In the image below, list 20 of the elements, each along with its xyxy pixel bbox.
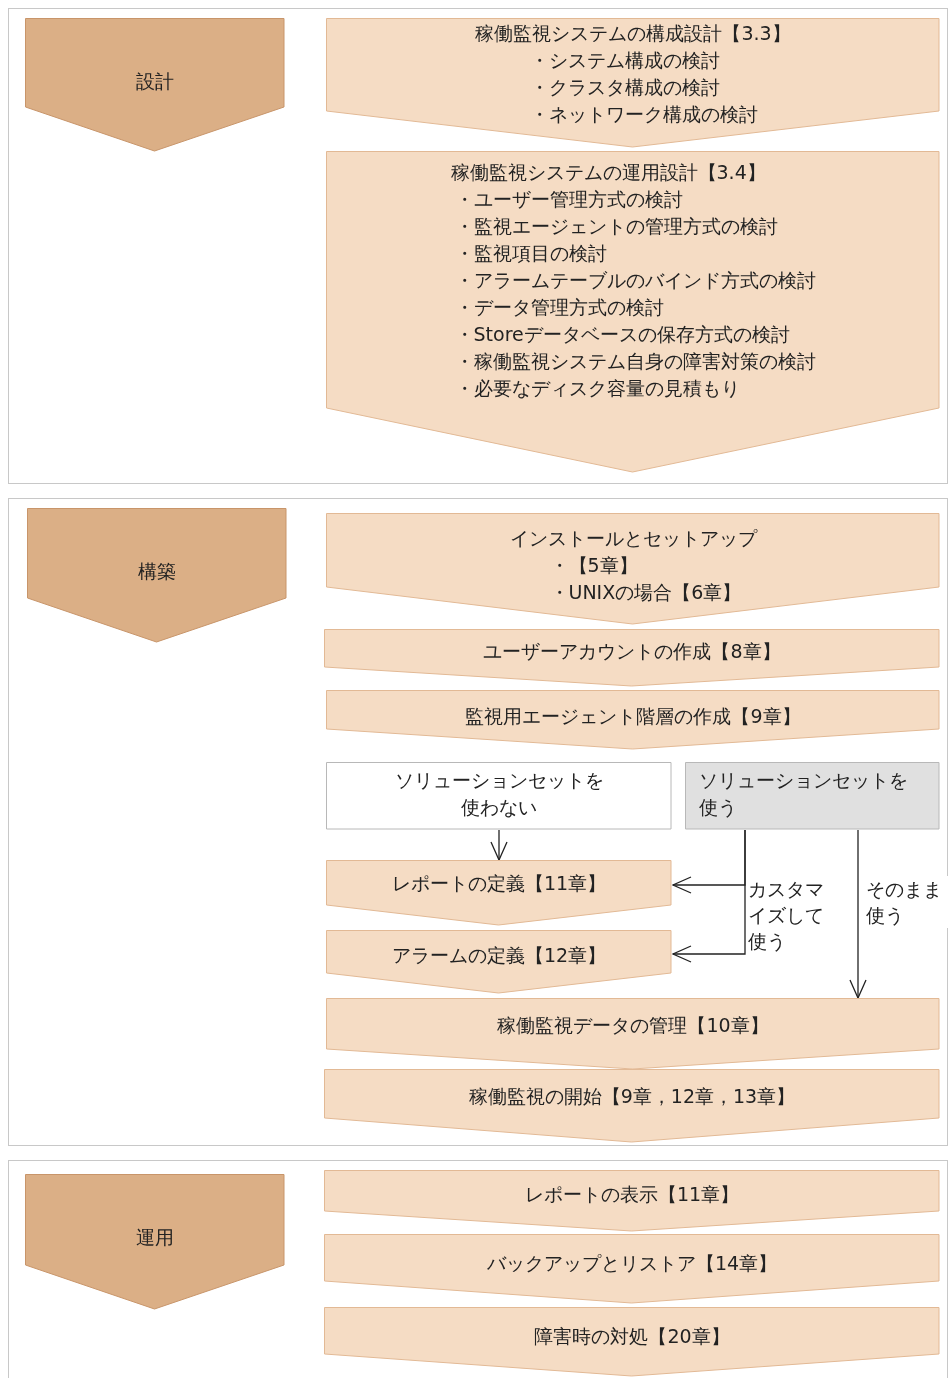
process-box: 監視用エージェント階層の作成【9章】	[326, 690, 940, 750]
process-box: バックアップとリストア【14章】	[324, 1234, 940, 1304]
phase-box: 構築	[27, 508, 287, 643]
process-box: レポートの表示【11章】	[324, 1170, 940, 1232]
process-box: インストールとセットアップ ・【5章】 ・UNIXの場合【6章】	[326, 513, 940, 625]
option-box: ソリューションセットを使う	[685, 762, 940, 830]
arrow	[672, 829, 746, 963]
option-box: ソリューションセットを使わない	[326, 762, 672, 830]
phase-box: 設計	[25, 18, 285, 152]
process-box: 稼働監視システムの構成設計【3.3】 ・システム構成の検討 ・クラスタ構成の検討 ・ネットワーク構成の検討	[326, 18, 940, 148]
process-box: 稼働監視データの管理【10章】	[326, 998, 940, 1070]
edge-label: そのまま使う	[866, 876, 948, 928]
process-box: レポートの定義【11章】	[326, 860, 672, 926]
process-box: アラームの定義【12章】	[326, 930, 672, 994]
arrow	[849, 829, 867, 999]
process-box: 稼働監視の開始【9章，12章，13章】	[324, 1069, 940, 1143]
process-box: ユーザーアカウントの作成【8章】	[324, 629, 940, 687]
process-box: 障害時の対処【20章】	[324, 1307, 940, 1377]
arrow	[490, 829, 508, 861]
phase-box: 運用	[25, 1174, 285, 1310]
